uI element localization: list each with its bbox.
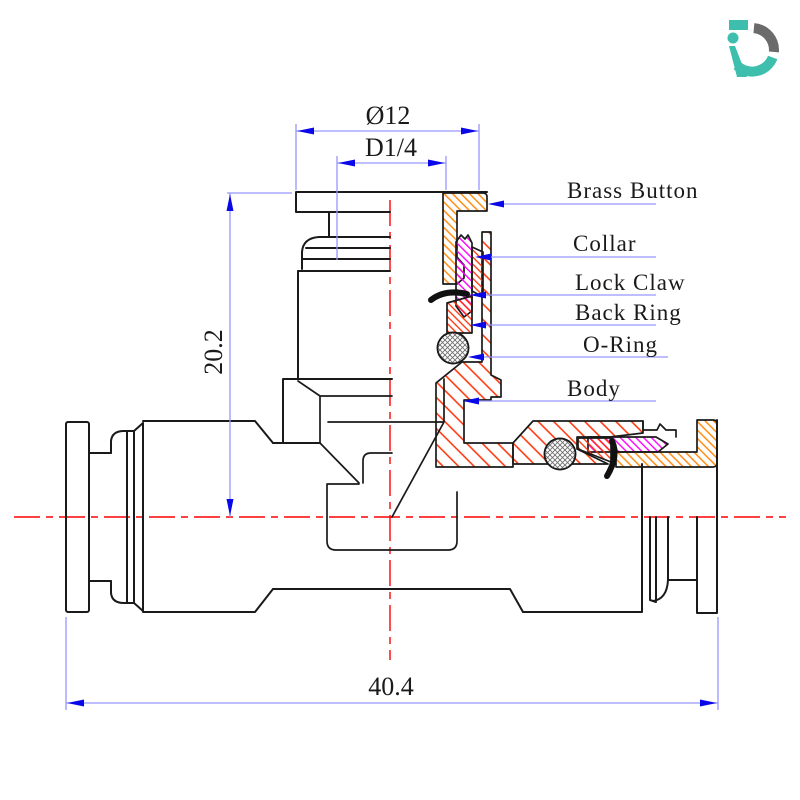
right-collet xyxy=(649,516,669,603)
top-collet xyxy=(297,236,391,272)
part-labels: Brass Button Collar Lock Claw Back Ring … xyxy=(463,178,698,405)
top-release-button xyxy=(295,191,488,213)
dim-top-outer: Ø12 xyxy=(366,101,411,130)
left-collet xyxy=(110,422,144,612)
left-release-button xyxy=(65,421,90,613)
top-barrel xyxy=(282,270,393,444)
back-ring-section-vertical-lower xyxy=(446,295,473,334)
right-barrel xyxy=(522,463,643,613)
brand-logo-icon xyxy=(727,20,779,77)
label-o-ring: O-Ring xyxy=(583,332,658,357)
dim-bottom-width: 40.4 xyxy=(368,672,414,701)
lock-claw-section-vertical xyxy=(428,289,470,303)
dim-top-inner: D1/4 xyxy=(365,133,417,162)
body-section-vertical xyxy=(435,231,514,468)
label-brass-button: Brass Button xyxy=(567,178,698,203)
label-back-ring: Back Ring xyxy=(575,300,682,325)
lock-claws xyxy=(428,289,618,479)
right-claw-step-detail xyxy=(642,420,677,438)
right-release-button xyxy=(696,419,718,614)
label-body: Body xyxy=(567,376,621,401)
o-ring-section-vertical xyxy=(436,331,470,365)
left-barrel xyxy=(142,420,274,613)
dimension-arrows xyxy=(67,127,717,707)
label-lock-claw: Lock Claw xyxy=(575,270,686,295)
back-ring-section-vertical-upper xyxy=(471,246,484,298)
dimensions: Ø12 D1/4 20.2 40.4 xyxy=(65,101,719,710)
o-ring-section-right xyxy=(543,437,577,471)
fitting-outline xyxy=(65,191,718,614)
internal-bore-lines xyxy=(297,378,458,551)
leader-arrows xyxy=(463,200,504,405)
center-neck xyxy=(272,442,524,613)
label-collar: Collar xyxy=(573,231,637,256)
lock-claw-section-right xyxy=(604,438,618,479)
dim-left-height: 20.2 xyxy=(199,329,228,375)
